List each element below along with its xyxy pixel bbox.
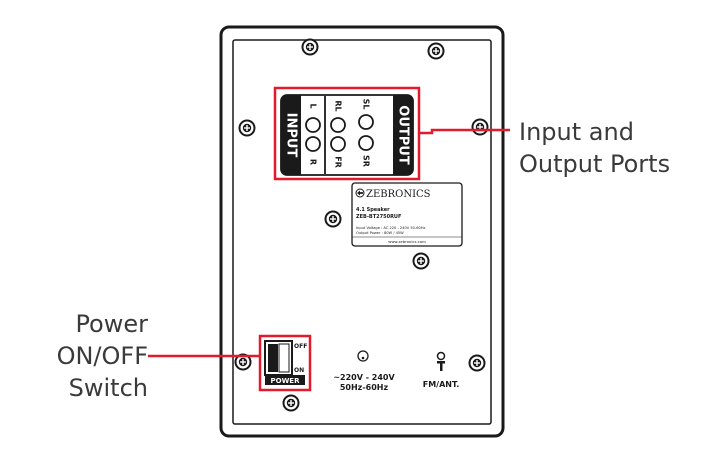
nameplate-brand: ZEBRONICS [366,189,431,200]
output-port-sr[interactable] [358,135,374,151]
screw-icon [282,394,300,412]
screw-icon [468,354,486,372]
zebronics-logo-icon [355,188,365,198]
voltage-line1: ~220V - 240V [333,373,395,382]
screw-icon [301,38,319,56]
nameplate-url: www.zebronics.com [388,239,426,244]
power-callout-line2: ON/OFF [56,342,148,370]
power-callout-line3: Switch [68,374,148,402]
ports-callout-line1: Input and [519,118,634,146]
nameplate: ZEBRONICS 4.1 Speaker ZEB-BT2750RUF Inpu… [351,182,463,247]
nameplate-model-line2: ZEB-BT2750RUF [356,214,401,220]
input-label: INPUT [284,113,299,158]
port-block: INPUT OUTPUT L R RL FR SL SR [280,94,414,176]
voltage-line2: 50Hz-60Hz [340,383,389,392]
screw-icon [412,252,430,270]
output-port-sl[interactable] [358,114,374,130]
power-switch-on-label: ON [294,367,304,374]
screw-icon [427,42,445,60]
power-jack-icon[interactable] [357,350,369,362]
output-port-rl[interactable] [330,117,346,133]
nameplate-spec-line2: Output Power : 80W / 45W [356,231,404,235]
nameplate-spec-line1: Input Voltage : AC 220 - 240V 50-60Hz [356,226,426,230]
output-label: OUTPUT [396,105,411,165]
screw-icon [324,210,342,228]
antenna-jack-icon[interactable] [436,351,446,372]
input-port-r-label: R [309,159,318,165]
power-switch[interactable]: OFF ON POWER [264,340,307,385]
input-port-l[interactable] [305,117,321,133]
ports-callout-text: Input and Output Ports [519,116,694,180]
power-switch-label: POWER [271,377,301,385]
power-switch-off-label: OFF [294,343,307,350]
ports-callout-line2: Output Ports [519,150,671,178]
input-port-l-label: L [309,103,318,108]
antenna-label: FM/ANT. [423,380,460,389]
screw-icon [238,119,256,137]
power-callout-line1: Power [75,310,148,338]
power-callout-text: Power ON/OFF Switch [0,308,148,404]
output-port-rl-label: RL [334,100,343,111]
power-highlight-box [258,334,312,392]
output-port-fr-label: FR [334,156,343,168]
screw-icon [471,118,489,136]
nameplate-model-line1: 4.1 Speaker [356,207,390,213]
ports-callout-line [419,128,510,135]
output-port-fr[interactable] [330,136,346,152]
output-port-sr-label: SR [362,155,371,167]
output-port-sl-label: SL [362,99,371,110]
input-port-r[interactable] [305,136,321,152]
